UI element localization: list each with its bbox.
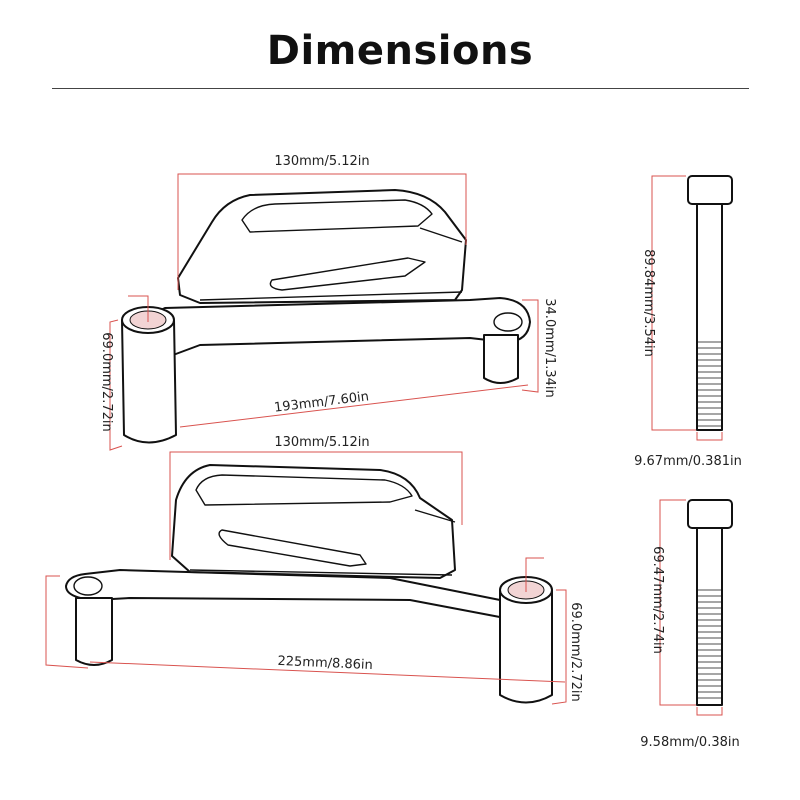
bottom-slider-puck bbox=[171, 464, 456, 579]
bolt-short-length-label: 69.47mm/2.74in bbox=[650, 546, 665, 654]
top-bracket-plate bbox=[149, 297, 531, 359]
bottom-frame-slider: 130mm/5.12in 225mm/8.86in 69.0mm/2.72in bbox=[45, 435, 583, 705]
bottom-spacer-diameter-mark bbox=[525, 557, 544, 592]
bottom-length-dim-line bbox=[89, 661, 566, 683]
bolt-short-head bbox=[687, 499, 733, 529]
title-underline bbox=[52, 88, 749, 89]
top-spacer-diameter-mark bbox=[128, 295, 149, 322]
bottom-spacer-height-label: 69.0mm/2.72in bbox=[568, 602, 583, 701]
bolt-long-diameter-dim-line bbox=[696, 432, 723, 441]
bottom-width-dim-line bbox=[169, 451, 463, 560]
bottom-right-spacer bbox=[499, 589, 553, 704]
bolt-long: 89.84mm/3.54in 9.67mm/0.381in bbox=[634, 175, 742, 469]
top-right-spacer bbox=[483, 334, 519, 384]
bolt-long-length-label: 89.84mm/3.54in bbox=[641, 249, 656, 357]
bolt-long-head bbox=[687, 175, 733, 205]
bottom-puck-cutout bbox=[218, 529, 367, 567]
top-spacer-height-label: 69.0mm/2.72in bbox=[99, 332, 114, 431]
top-puck-cutout bbox=[269, 257, 426, 291]
top-slider-puck bbox=[177, 189, 467, 304]
bolt-short-length-dim-line bbox=[659, 499, 696, 706]
bottom-left-height-dim-line bbox=[45, 575, 89, 669]
top-length-label: 193mm/7.60in bbox=[273, 389, 369, 416]
bottom-left-spacer bbox=[75, 597, 113, 666]
bolt-short-diameter-label: 9.58mm/0.38in bbox=[640, 735, 739, 750]
bottom-bracket-plate bbox=[65, 569, 506, 619]
bolt-short-shank bbox=[696, 527, 723, 706]
top-clamp-height-label: 34.0mm/1.34in bbox=[542, 298, 557, 397]
bottom-bracket-hole bbox=[73, 576, 103, 596]
top-left-spacer bbox=[121, 319, 177, 444]
top-spacer-height-dim-line bbox=[109, 319, 123, 451]
bottom-puck-slot bbox=[195, 474, 413, 506]
bottom-width-label: 130mm/5.12in bbox=[274, 435, 369, 450]
top-width-label: 130mm/5.12in bbox=[274, 154, 369, 169]
bolt-short-diameter-dim-line bbox=[696, 707, 723, 716]
bolt-long-diameter-label: 9.67mm/0.381in bbox=[634, 454, 742, 469]
bolt-long-thread bbox=[697, 341, 722, 427]
bolt-long-length-dim-line bbox=[651, 175, 696, 431]
top-length-dim-line bbox=[179, 384, 529, 428]
bolt-short: 69.47mm/2.74in 9.58mm/0.38in bbox=[640, 499, 740, 750]
top-bracket-hole bbox=[493, 312, 523, 332]
bottom-spacer-height-dim-line bbox=[551, 589, 567, 705]
bolt-short-thread bbox=[697, 589, 722, 699]
top-width-dim-line bbox=[177, 173, 467, 290]
page-title: Dimensions bbox=[266, 28, 534, 74]
top-frame-slider: 130mm/5.12in 193mm/7.60in 69.0mm/2.72in … bbox=[99, 154, 557, 451]
top-puck-slot bbox=[241, 199, 433, 233]
bolt-long-shank bbox=[696, 203, 723, 431]
bottom-length-label: 225mm/8.86in bbox=[277, 654, 373, 673]
top-clamp-height-dim-line bbox=[521, 299, 539, 393]
